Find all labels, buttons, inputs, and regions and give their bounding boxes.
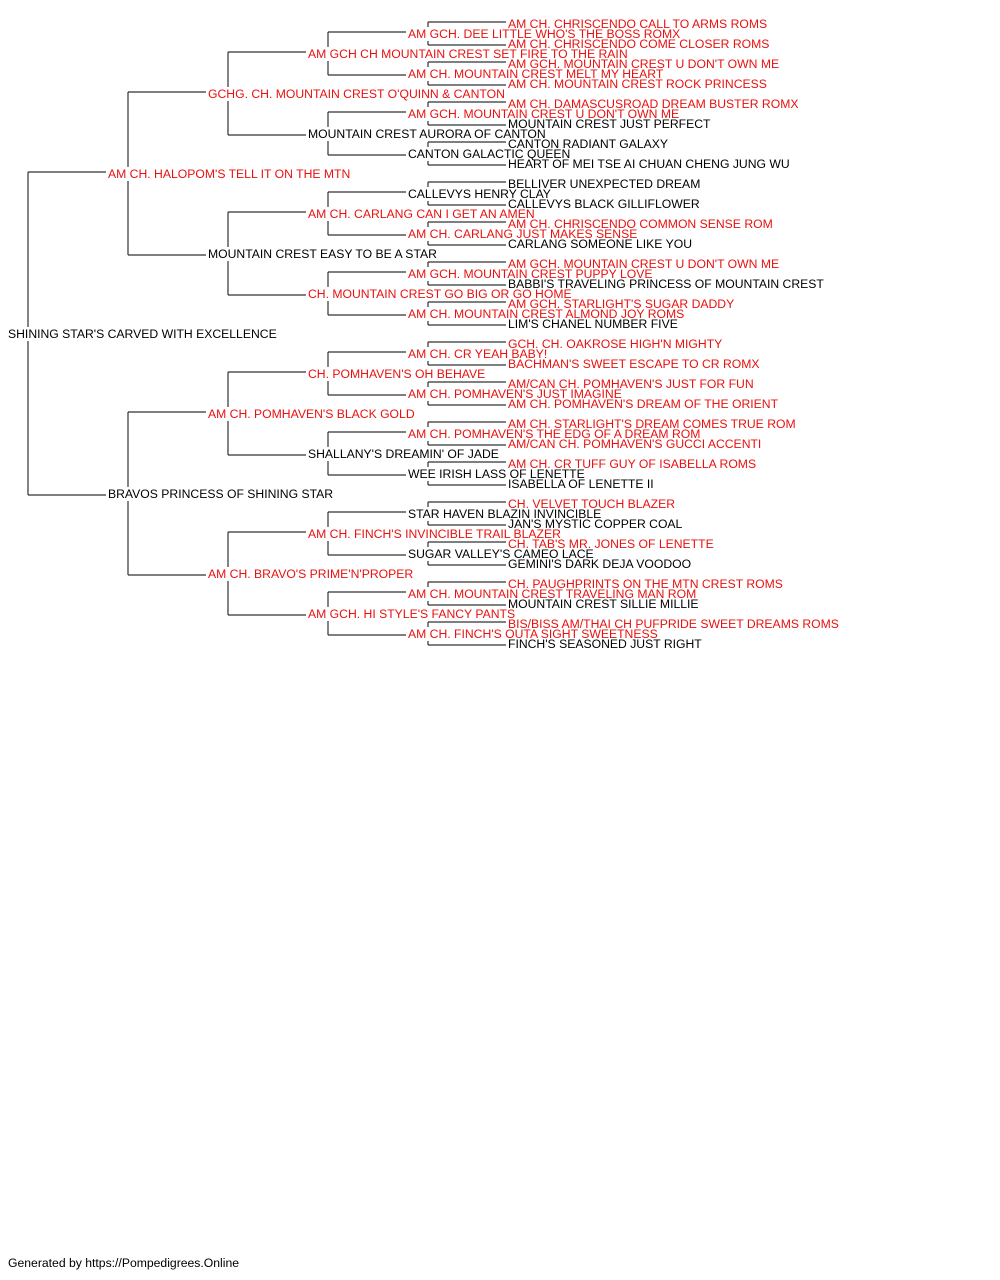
- dog-name-ddd: AM GCH. HI STYLE'S FANCY PANTS: [308, 607, 515, 621]
- dog-name-dsddd: ISABELLA OF LENETTE II: [508, 477, 654, 491]
- dog-name-dssds: AM/CAN CH. POMHAVEN'S JUST FOR FUN: [508, 377, 754, 391]
- dog-name-ddsd: SUGAR VALLEY'S CAMEO LACE: [408, 547, 594, 561]
- dog-name-ddss: STAR HAVEN BLAZIN INVINCIBLE: [408, 507, 601, 521]
- dog-name-sssd: AM CH. MOUNTAIN CREST MELT MY HEART: [408, 67, 664, 81]
- dog-name-ssdd: CANTON GALACTIC QUEEN: [408, 147, 570, 161]
- dog-name-sdsss: BELLIVER UNEXPECTED DREAM: [508, 177, 700, 191]
- dog-name-dssdd: AM CH. POMHAVEN'S DREAM OF THE ORIENT: [508, 397, 779, 411]
- dog-name-ddddd: FINCH'S SEASONED JUST RIGHT: [508, 637, 702, 651]
- dog-name-dd: AM CH. BRAVO'S PRIME'N'PROPER: [208, 567, 413, 581]
- dog-name-dssd: AM CH. POMHAVEN'S JUST IMAGINE: [408, 387, 622, 401]
- dog-name-subject: SHINING STAR'S CARVED WITH EXCELLENCE: [8, 327, 277, 341]
- dog-name-s: AM CH. HALOPOM'S TELL IT ON THE MTN: [108, 167, 350, 181]
- dog-name-ds: AM CH. POMHAVEN'S BLACK GOLD: [208, 407, 415, 421]
- dog-name-sdsdd: CARLANG SOMEONE LIKE YOU: [508, 237, 692, 251]
- dog-name-ddsdd: GEMINI'S DARK DEJA VOODOO: [508, 557, 691, 571]
- dog-name-ddsss: CH. VELVET TOUCH BLAZER: [508, 497, 675, 511]
- dog-name-dsd: SHALLANY'S DREAMIN' OF JADE: [308, 447, 499, 461]
- dog-name-ssd: MOUNTAIN CREST AURORA OF CANTON: [308, 127, 546, 141]
- dog-name-ddssd: JAN'S MYSTIC COPPER COAL: [508, 517, 683, 531]
- dog-name-dddds: BIS/BISS AM/THAI CH PUFPRIDE SWEET DREAM…: [508, 617, 839, 631]
- dog-name-ddds: AM CH. MOUNTAIN CREST TRAVELING MAN ROM: [408, 587, 696, 601]
- dog-name-dsdss: AM CH. STARLIGHT'S DREAM COMES TRUE ROM: [508, 417, 796, 431]
- dog-name-dss: CH. POMHAVEN'S OH BEHAVE: [308, 367, 485, 381]
- dog-name-dsdsd: AM/CAN CH. POMHAVEN'S GUCCI ACCENTI: [508, 437, 761, 451]
- dog-name-dsdds: AM CH. CR TUFF GUY OF ISABELLA ROMS: [508, 457, 756, 471]
- dog-name-sddds: AM GCH. STARLIGHT'S SUGAR DADDY: [508, 297, 734, 311]
- dog-name-sddd: AM CH. MOUNTAIN CREST ALMOND JOY ROMS: [408, 307, 684, 321]
- dog-name-sdsd: AM CH. CARLANG JUST MAKES SENSE: [408, 227, 637, 241]
- dog-name-sddss: AM GCH. MOUNTAIN CREST U DON'T OWN ME: [508, 257, 779, 271]
- dog-name-sdd: CH. MOUNTAIN CREST GO BIG OR GO HOME: [308, 287, 572, 301]
- dog-name-ss: GCHG. CH. MOUNTAIN CREST O'QUINN & CANTO…: [208, 87, 505, 101]
- dog-name-dsssd: BACHMAN'S SWEET ESCAPE TO CR ROMX: [508, 357, 760, 371]
- dog-name-sssdd: AM CH. MOUNTAIN CREST ROCK PRINCESS: [508, 77, 767, 91]
- dog-name-d: BRAVOS PRINCESS OF SHINING STAR: [108, 487, 333, 501]
- dog-name-ssdds: CANTON RADIANT GALAXY: [508, 137, 668, 151]
- dog-name-sddsd: BABBI'S TRAVELING PRINCESS OF MOUNTAIN C…: [508, 277, 824, 291]
- dog-name-ssssd: AM CH. CHRISCENDO COME CLOSER ROMS: [508, 37, 769, 51]
- dog-name-sssss: AM CH. CHRISCENDO CALL TO ARMS ROMS: [508, 17, 767, 31]
- dog-name-sss: AM GCH CH MOUNTAIN CREST SET FIRE TO THE…: [308, 47, 628, 61]
- dog-name-dsss: AM CH. CR YEAH BABY!: [408, 347, 547, 361]
- dog-name-sd: MOUNTAIN CREST EASY TO BE A STAR: [208, 247, 437, 261]
- dog-name-ssds: AM GCH. MOUNTAIN CREST U DON'T OWN ME: [408, 107, 679, 121]
- dog-name-sdds: AM GCH. MOUNTAIN CREST PUPPY LOVE: [408, 267, 652, 281]
- dog-name-sdssd: CALLEVYS BLACK GILLIFLOWER: [508, 197, 700, 211]
- dog-name-dddss: CH. PAUGHPRINTS ON THE MTN CREST ROMS: [508, 577, 783, 591]
- footer-credit: Generated by https://Pompedigrees.Online: [8, 1256, 240, 1270]
- dog-name-sdsds: AM CH. CHRISCENDO COMMON SENSE ROM: [508, 217, 773, 231]
- dog-name-dddd: AM CH. FINCH'S OUTA SIGHT SWEETNESS: [408, 627, 658, 641]
- dog-name-dsdd: WEE IRISH LASS OF LENETTE: [408, 467, 585, 481]
- dog-name-ssdsd: MOUNTAIN CREST JUST PERFECT: [508, 117, 711, 131]
- dog-name-sssds: AM GCH. MOUNTAIN CREST U DON'T OWN ME: [508, 57, 779, 71]
- dog-name-sds: AM CH. CARLANG CAN I GET AN AMEN: [308, 207, 535, 221]
- dog-name-ssddd: HEART OF MEI TSE AI CHUAN CHENG JUNG WU: [508, 157, 790, 171]
- dog-name-dsds: AM CH. POMHAVEN'S THE EDG OF A DREAM ROM: [408, 427, 700, 441]
- dog-name-sdddd: LIM'S CHANEL NUMBER FIVE: [508, 317, 678, 331]
- dog-name-ddsds: CH. TAB'S MR. JONES OF LENETTE: [508, 537, 714, 551]
- dog-name-dds: AM CH. FINCH'S INVINCIBLE TRAIL BLAZER: [308, 527, 561, 541]
- dog-name-sdss: CALLEVYS HENRY CLAY: [408, 187, 551, 201]
- dog-name-ssss: AM GCH. DEE LITTLE WHO'S THE BOSS ROMX: [408, 27, 680, 41]
- dog-name-dssss: GCH. CH. OAKROSE HIGH'N MIGHTY: [508, 337, 722, 351]
- dog-name-ssdss: AM CH. DAMASCUSROAD DREAM BUSTER ROMX: [508, 97, 799, 111]
- dog-name-dddsd: MOUNTAIN CREST SILLIE MILLIE: [508, 597, 699, 611]
- pedigree-tree: SHINING STAR'S CARVED WITH EXCELLENCE AM …: [8, 17, 839, 651]
